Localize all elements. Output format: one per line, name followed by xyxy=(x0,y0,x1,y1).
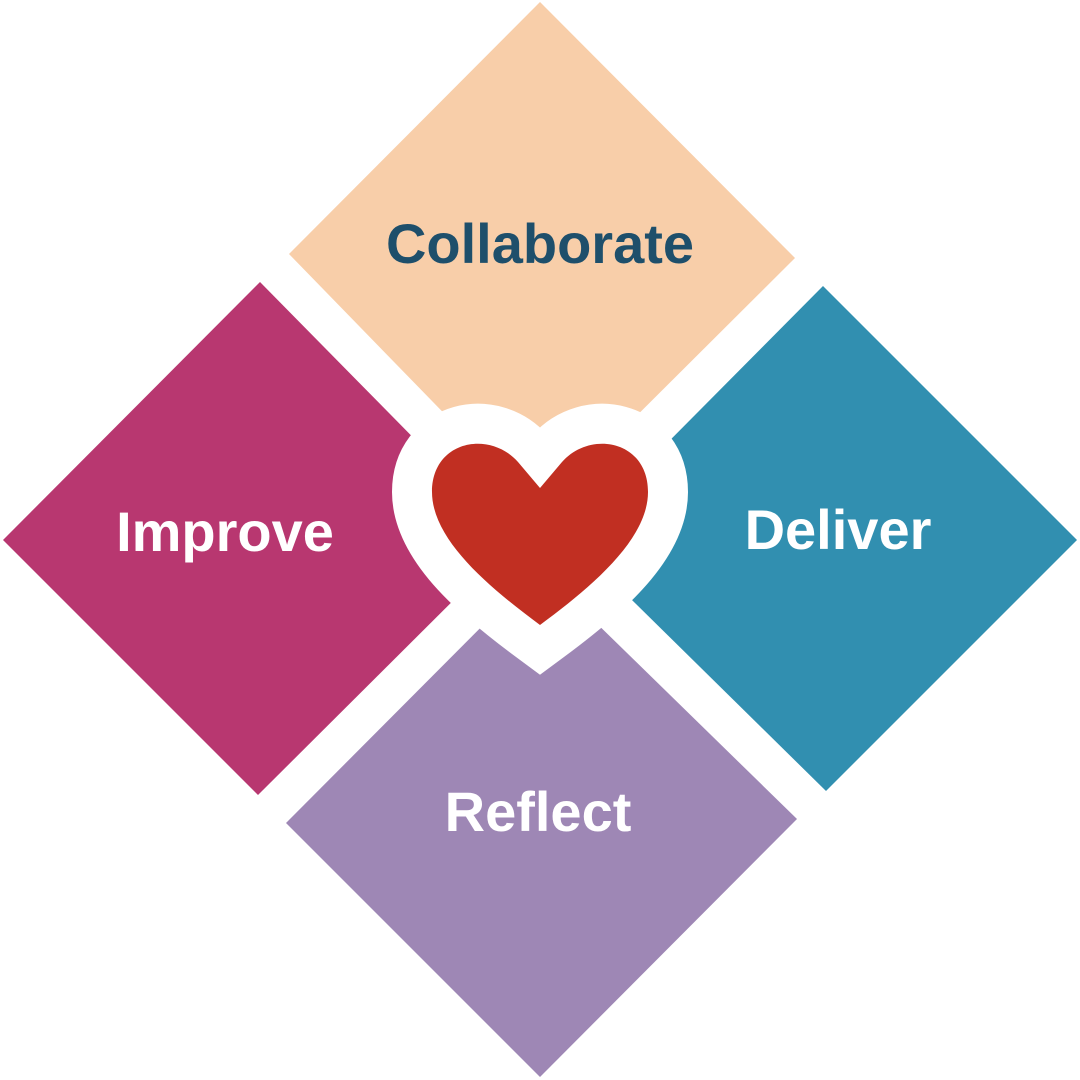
collaborate-label: Collaborate xyxy=(386,212,694,275)
reflect-label: Reflect xyxy=(445,780,632,843)
collaborate-segment xyxy=(289,2,795,512)
heart-icon xyxy=(432,443,648,625)
reflect-segment xyxy=(286,568,797,1077)
improve-label: Improve xyxy=(116,500,334,563)
deliver-segment xyxy=(571,286,1077,791)
deliver-label: Deliver xyxy=(745,498,932,561)
improve-segment xyxy=(3,282,514,795)
